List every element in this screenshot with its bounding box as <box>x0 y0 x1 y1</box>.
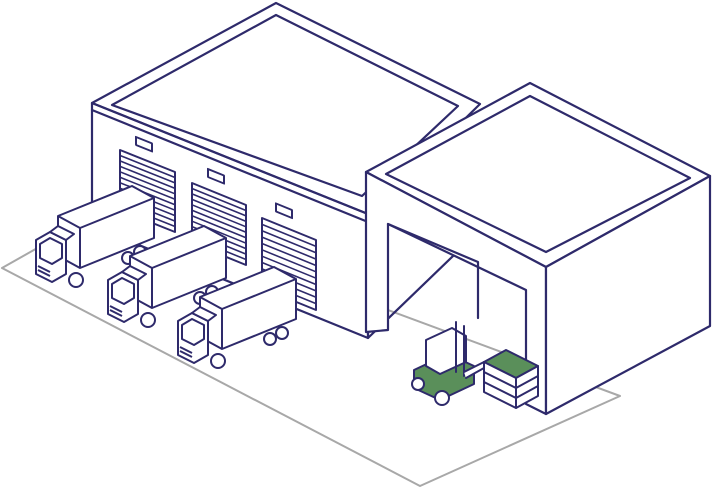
door-slat <box>191 187 247 212</box>
door-slat <box>191 193 247 217</box>
truck-part <box>109 309 123 317</box>
truck-part <box>39 237 63 265</box>
truck-1 <box>35 185 155 288</box>
door-slat <box>119 171 176 195</box>
forklift-wheel-rear <box>411 377 425 391</box>
door-slat <box>261 236 317 260</box>
truck-part <box>49 225 75 241</box>
main-roof-parapet <box>90 108 370 224</box>
trucks <box>35 185 297 369</box>
door-slat <box>261 242 317 267</box>
truck-part <box>68 272 84 288</box>
truck-part <box>275 326 289 340</box>
door-sign-1 <box>135 135 153 153</box>
truck-part <box>191 306 217 322</box>
door-slat <box>191 209 247 234</box>
door-slat <box>119 176 176 201</box>
forklift <box>411 321 485 406</box>
door-slat <box>119 154 176 179</box>
door-slat <box>119 160 176 184</box>
annex-building <box>364 81 712 416</box>
door-slat <box>261 229 317 254</box>
truck-3 <box>177 266 297 369</box>
truck-part <box>181 318 205 346</box>
truck-part <box>109 305 123 313</box>
door-slat <box>261 249 317 273</box>
annex-interior-line <box>386 222 480 320</box>
truck-part <box>263 332 277 346</box>
truck-part <box>37 265 51 273</box>
door-slat <box>191 220 247 244</box>
door-slat <box>191 214 247 239</box>
door-sign-2 <box>207 167 225 185</box>
door-slat <box>191 198 247 223</box>
door-slat <box>261 255 317 279</box>
pallet-stack <box>483 349 539 409</box>
door-slat <box>191 204 247 228</box>
annex-right-wall <box>544 174 712 416</box>
main-roof <box>90 1 482 216</box>
truck-part <box>37 269 51 277</box>
truck-part <box>121 265 147 281</box>
truck-part <box>179 346 193 354</box>
annex-roof-inner <box>384 94 692 254</box>
door-slat <box>119 165 176 190</box>
truck-part <box>111 277 135 305</box>
door-slat <box>261 223 317 248</box>
forklift-wheel-front <box>434 390 450 406</box>
truck-part <box>179 350 193 358</box>
door-sign-3 <box>275 202 293 220</box>
truck-part <box>140 312 156 328</box>
main-roof-inner <box>110 13 460 198</box>
truck-part <box>210 353 226 369</box>
truck-2 <box>107 225 227 328</box>
door-slat <box>261 261 317 286</box>
